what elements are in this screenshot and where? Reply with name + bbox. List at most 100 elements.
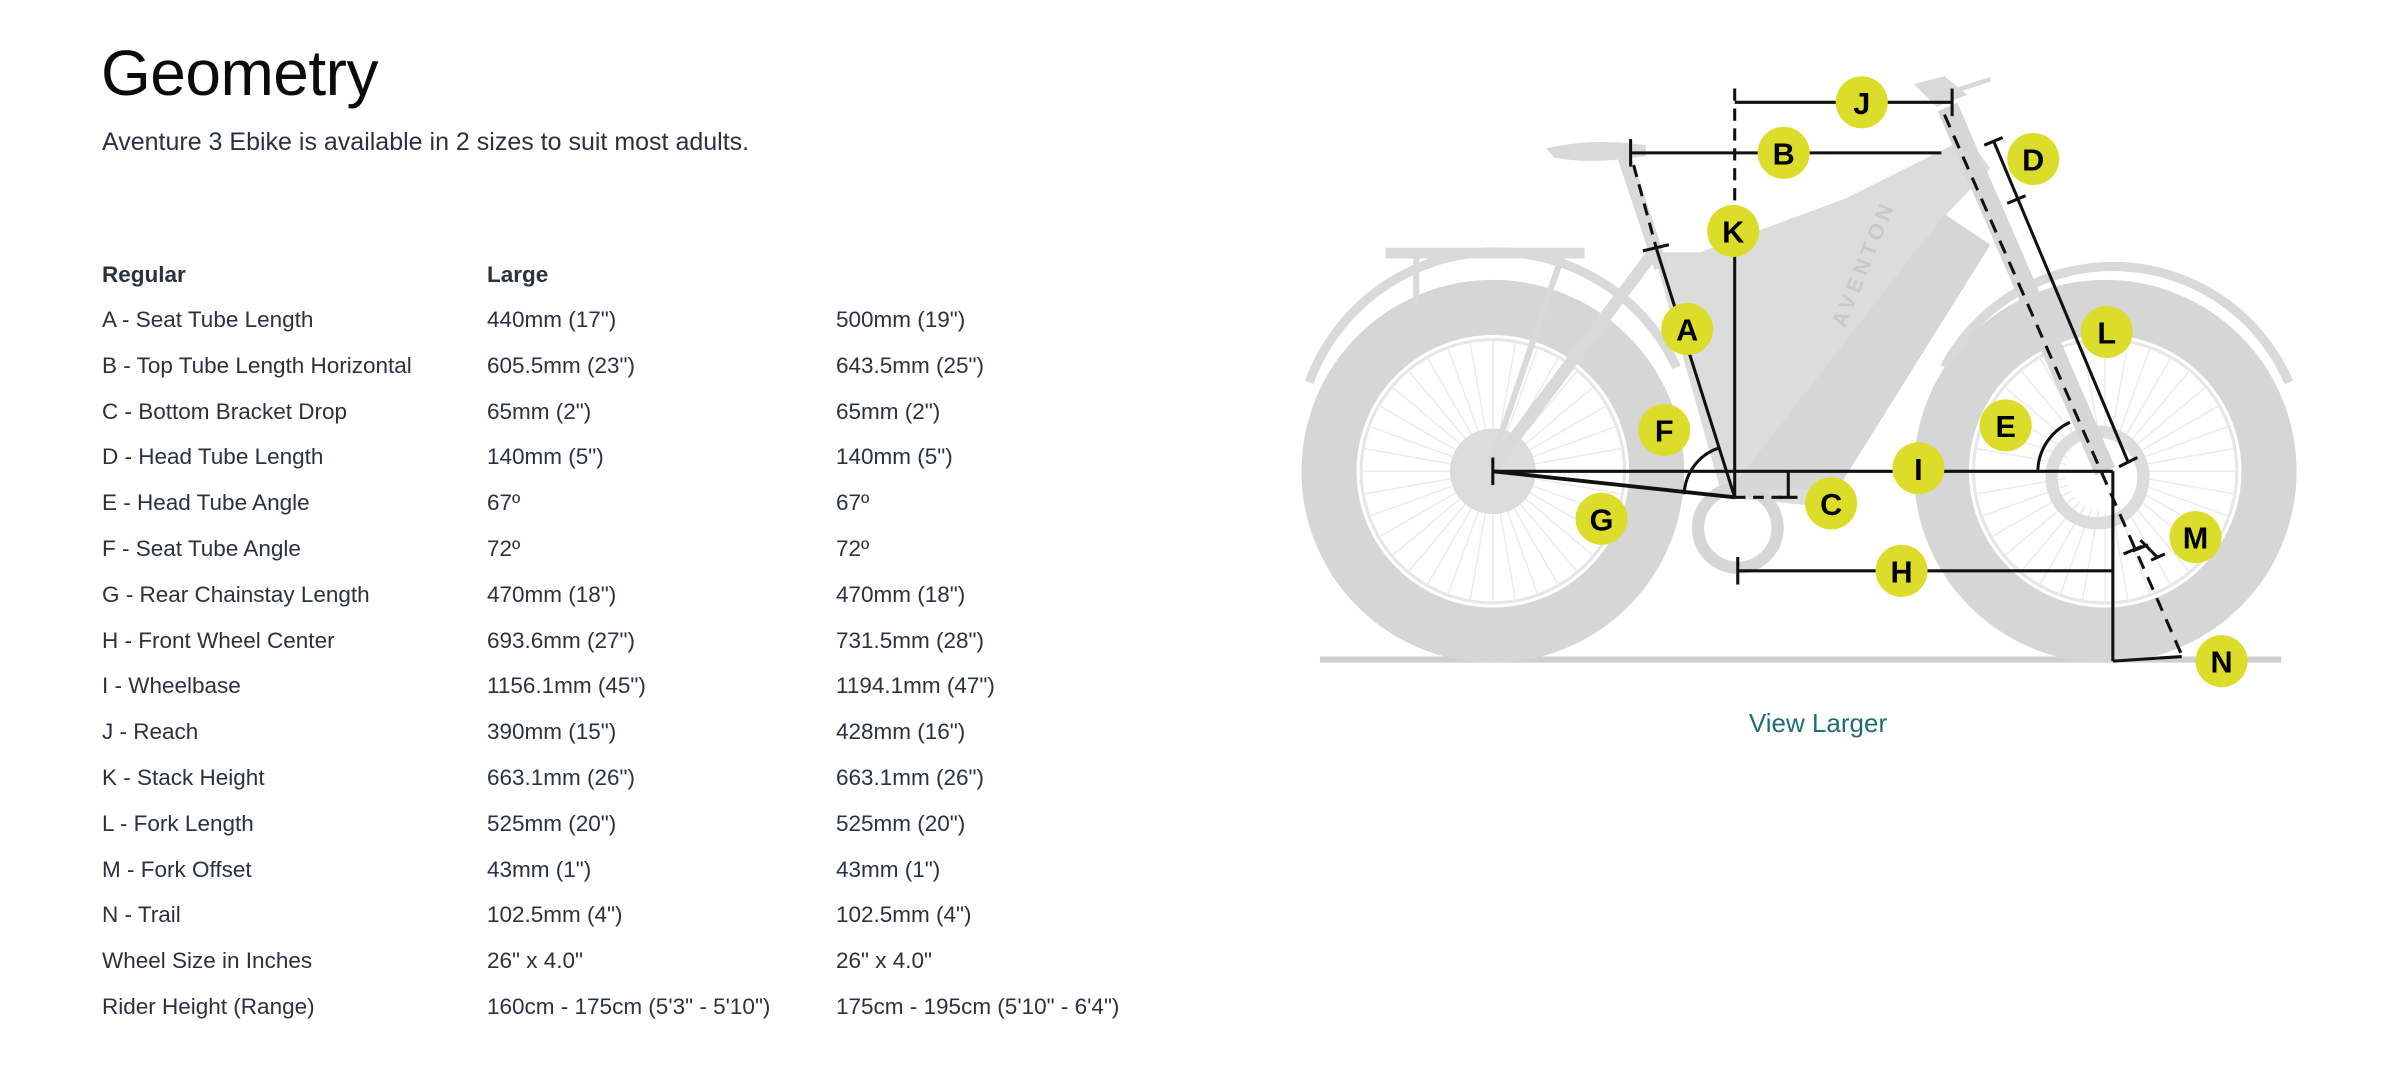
large-value: 43mm (1"): [836, 856, 941, 882]
regular-value: 1156.1mm (45"): [487, 673, 646, 699]
spec-name: D - Head Tube Length: [102, 444, 324, 470]
wheel-spoke: [2019, 369, 2081, 442]
spec-name: L - Fork Length: [102, 810, 254, 836]
marker-circle: [2169, 511, 2222, 564]
wheel-spoke: [1505, 347, 1539, 435]
regular-value: 440mm (17"): [487, 307, 617, 332]
wheel-spoke: [2003, 386, 2076, 447]
spec-name: I - Wheelbase: [102, 673, 241, 699]
marker-circle: [1707, 204, 1760, 257]
large-value: 26" x 4.0": [836, 948, 933, 974]
marker-d: D: [2007, 132, 2060, 186]
wheel-spoke: [1426, 505, 1474, 586]
spec-name: N - Trail: [102, 902, 181, 928]
wheel-spoke: [2111, 341, 2129, 433]
regular-value: 525mm (20"): [487, 810, 617, 836]
table-row: M - Fork Offset 43mm (1") 43mm (1"): [102, 850, 1202, 890]
spec-name: H - Front Wheel Center: [102, 627, 335, 653]
table-row: L - Fork Length 525mm (20") 525mm (20"): [102, 804, 1202, 844]
wheel-spoke: [1426, 356, 1474, 438]
wheel-spoke: [1469, 510, 1487, 602]
large-value: 175cm - 195cm (5'10" - 6'4"): [836, 994, 1120, 1019]
wheel-spoke: [1368, 425, 1456, 459]
marker-circle: [1875, 544, 1928, 597]
table-header: Regular Large: [102, 255, 1202, 295]
wheel-spoke: [1517, 501, 1579, 573]
wheel-spoke: [2139, 404, 2220, 453]
large-value: 65mm (2"): [836, 398, 941, 424]
regular-value: 693.6mm (27"): [487, 627, 636, 653]
marker-circle: [2080, 305, 2133, 359]
marker-h: H: [1875, 544, 1928, 597]
regular-value: 470mm (18"): [487, 581, 617, 607]
marker-letter: K: [1722, 215, 1744, 249]
table-row: C - Bottom Bracket Drop 65mm (2") 65mm (2"…: [102, 392, 1202, 432]
marker-b: B: [1757, 126, 1810, 179]
wheel-spoke: [1378, 490, 1459, 538]
regular-value: 65mm (2"): [487, 398, 592, 424]
marker-letter: E: [1995, 410, 2015, 444]
marker-circle: [1638, 403, 1691, 456]
wheel-spoke: [2124, 356, 2172, 438]
large-value: 140mm (5"): [836, 444, 953, 470]
wheel-spoke: [1363, 477, 1454, 495]
large-value: 1194.1mm (47"): [836, 673, 995, 699]
marker-circle: [1575, 492, 1628, 545]
marker-letter: I: [1914, 453, 1923, 487]
regular-value: 663.1mm (26"): [487, 765, 636, 790]
marker-letter: M: [2183, 522, 2209, 556]
regular-value: 67º: [487, 490, 521, 516]
marker-circle: [1805, 477, 1858, 530]
wheel-spoke: [1447, 347, 1480, 435]
wheel-spoke: [1368, 484, 1456, 518]
marker-l: L: [2080, 305, 2133, 359]
marker-n: N: [2195, 635, 2248, 688]
wheel-spoke: [1512, 505, 1560, 586]
wheel-spoke: [1447, 508, 1480, 596]
wheel-spoke: [1529, 425, 1617, 459]
marker-circle: [1835, 76, 1888, 129]
page-subtitle: Aventure 3 Ebike is available in 2 sizes…: [102, 128, 750, 156]
spec-name: G - Rear Chainstay Length: [102, 581, 370, 607]
marker-j: J: [1835, 76, 1888, 129]
wheel-spoke: [2144, 477, 2235, 495]
regular-value: 43mm (1"): [487, 856, 592, 882]
wheel-spoke: [1505, 508, 1539, 596]
view-larger-link[interactable]: View Larger: [1748, 708, 1888, 738]
regular-value: 160cm - 175cm (5'3" - 5'10"): [487, 994, 771, 1019]
spec-name: M - Fork Offset: [102, 856, 252, 882]
wheel-spoke: [2135, 386, 2207, 447]
marker-e: E: [1979, 399, 2032, 452]
spec-name: C - Bottom Bracket Drop: [102, 398, 348, 424]
marker-circle: [2007, 132, 2060, 186]
wheel-spoke: [1526, 404, 1608, 453]
marker-letter: G: [1590, 503, 1614, 537]
marker-letter: D: [2022, 144, 2044, 178]
wheel-spoke: [1531, 447, 1623, 466]
regular-value: 72º: [487, 536, 521, 561]
spec-name: E - Head Tube Angle: [102, 490, 310, 516]
marker-circle: [1979, 399, 2032, 452]
large-value: 525mm (20"): [836, 810, 966, 836]
marker-m: M: [2169, 511, 2222, 564]
marker-a: A: [1661, 302, 1714, 355]
table-row: H - Front Wheel Center 693.6mm (27") 731.5…: [102, 621, 1202, 661]
wheel-spoke: [1407, 501, 1468, 573]
page-title: Geometry: [101, 37, 378, 109]
marker-c: C: [1805, 477, 1858, 530]
spec-name: A - Seat Tube Length: [102, 307, 314, 332]
table-row: Rider Height (Range)160cm - 175cm (5'3" …: [102, 987, 1202, 1027]
marker-letter: F: [1655, 414, 1674, 448]
wheel-spoke: [1363, 447, 1454, 466]
marker-letter: B: [1773, 137, 1795, 171]
wheel-spoke: [2142, 425, 2230, 459]
large-value: 102.5mm (4"): [836, 902, 972, 928]
large-value: 731.5mm (28"): [836, 627, 985, 653]
